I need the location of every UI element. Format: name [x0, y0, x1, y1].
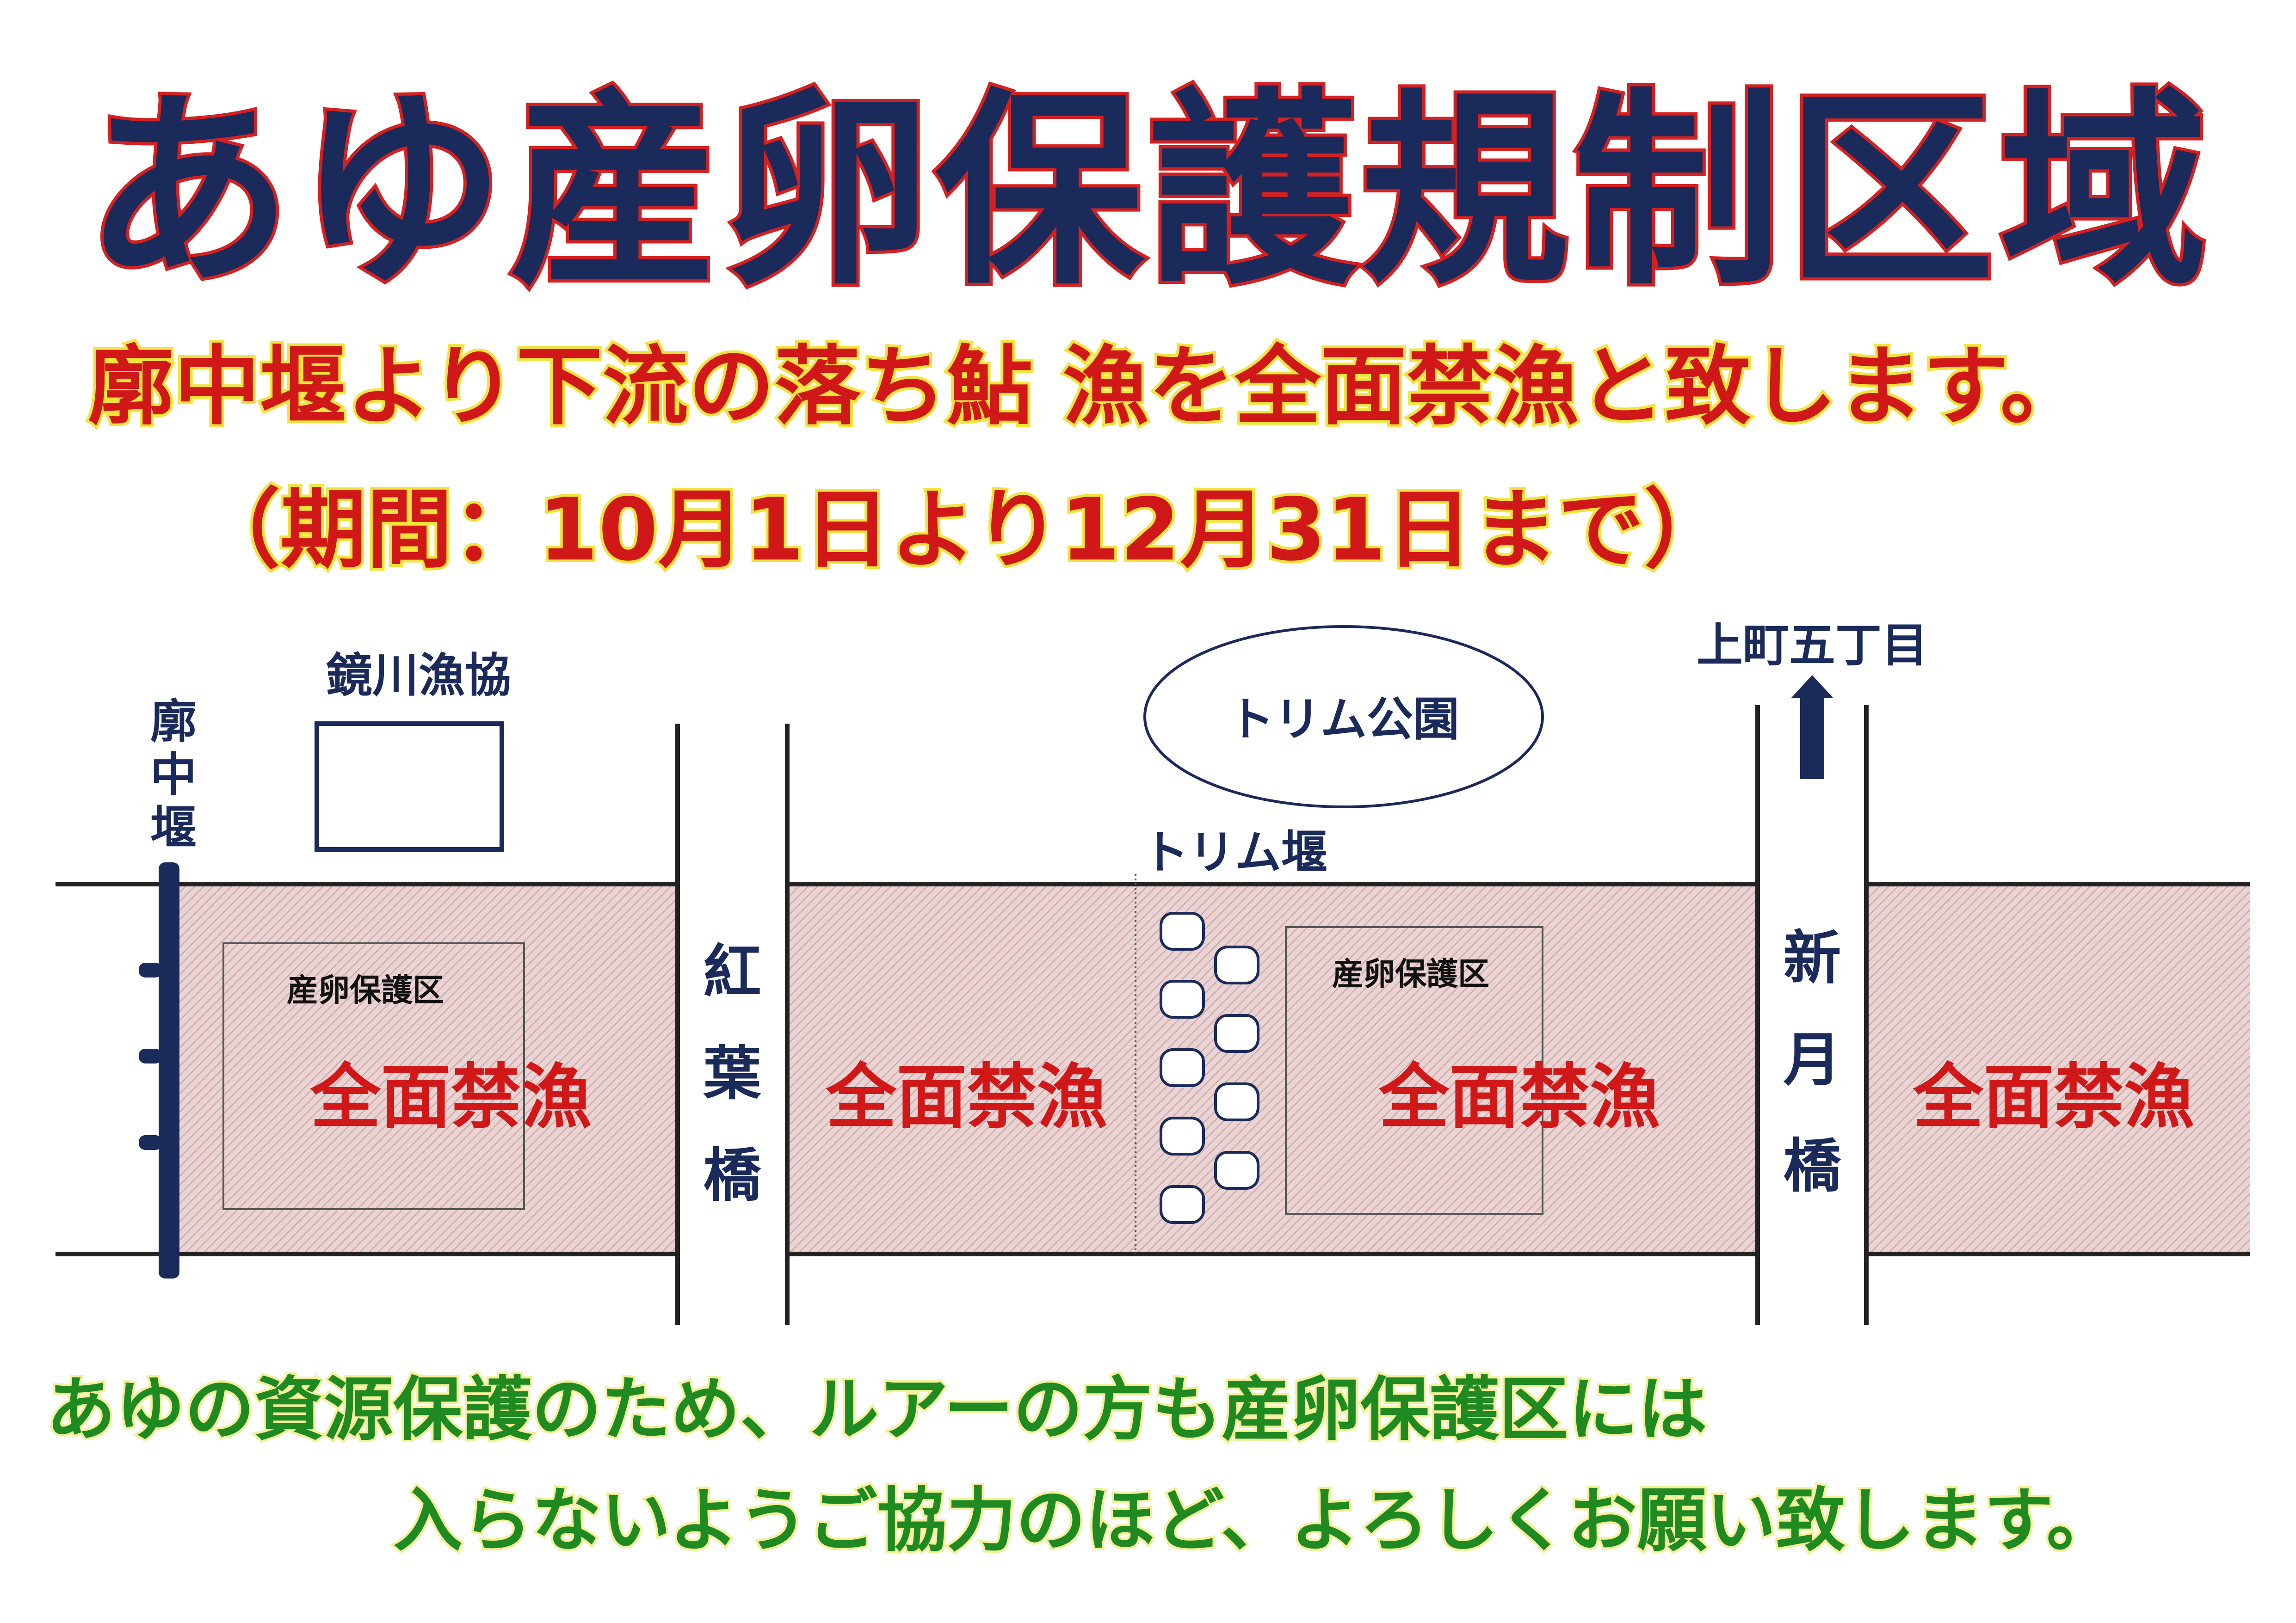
river-zone-3	[1869, 884, 2250, 1254]
momiji-bridge-char-2: 葉	[703, 1040, 762, 1107]
trim-park-outline	[1143, 625, 1544, 808]
footer-line-2: 入らないようご協力のほど、よろしくお願い致します。	[393, 1481, 2116, 1561]
trim-weir-stones	[1160, 912, 1259, 1224]
river-zone-1	[167, 884, 675, 1254]
subtitle-line-2: （期間：10月1日より12月31日まで）	[194, 480, 1730, 580]
shingetsu-bridge-char-1: 新	[1784, 925, 1841, 992]
river-zone-2	[789, 884, 1758, 1254]
no-fishing-label-2: 全面禁漁	[826, 1056, 1107, 1138]
kakuchu-weir	[139, 862, 179, 1279]
weir-label-char-2: 中	[150, 748, 197, 802]
trim-park-label: トリム公園	[1228, 692, 1459, 746]
momiji-bridge-char-3: 橋	[704, 1142, 762, 1209]
no-fishing-label-1: 全面禁漁	[310, 1056, 592, 1138]
fishery-coop-label: 鏡川漁協	[326, 648, 511, 702]
shingetsu-bridge-char-2: 月	[1784, 1027, 1841, 1094]
trim-weir-label: トリム堰	[1142, 825, 1327, 879]
fishery-coop-building	[315, 721, 504, 852]
footer-line-1: あゆの資源保護のため、ルアーの方も産卵保護区には	[46, 1370, 1707, 1450]
weir-label-char-3: 堰	[150, 801, 197, 855]
shingetsu-bridge-char-3: 橋	[1784, 1133, 1842, 1200]
subtitle-line-1: 廓中堰より下流の落ち鮎 漁を全面禁漁と致します。	[88, 336, 2086, 436]
no-fishing-label-4: 全面禁漁	[1913, 1056, 2194, 1138]
weir-label-char-1: 廓	[150, 695, 197, 749]
protection-zone-box-2	[1285, 926, 1543, 1215]
protection-zone-box-1	[222, 942, 525, 1210]
up-arrow-icon	[1791, 675, 1833, 779]
kamimachi-label: 上町五丁目	[1697, 618, 1928, 672]
protection-zone-label-1: 産卵保護区	[287, 972, 444, 1009]
no-fishing-label-3: 全面禁漁	[1378, 1056, 1660, 1138]
protection-zone-label-2: 産卵保護区	[1332, 956, 1489, 993]
momiji-bridge-char-1: 紅	[704, 939, 761, 1006]
poster-title: あゆ産卵保護規制区域	[84, 71, 2212, 313]
bridge-roads	[675, 705, 1869, 1325]
